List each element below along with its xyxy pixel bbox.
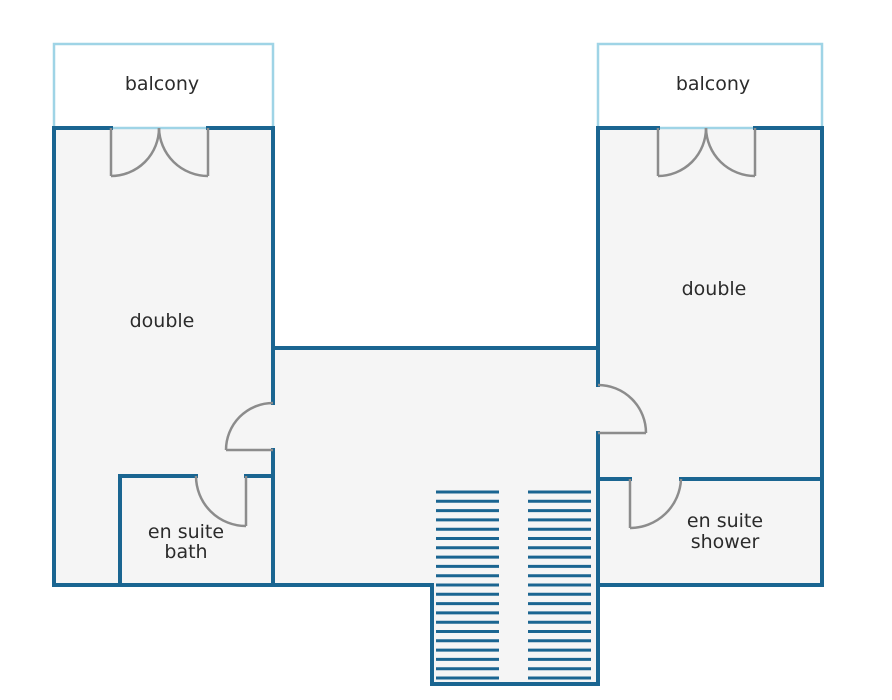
floor-hallway [273, 348, 598, 585]
room-label-balcony-right: balcony [676, 73, 750, 95]
walls [52, 126, 824, 686]
door-ensuite-right-icon [628, 478, 683, 530]
door-double-right-icon [597, 383, 648, 435]
doors [109, 127, 757, 530]
balcony-left-outline [52, 42, 275, 130]
room-label-ensuite-left-line2: bath [164, 541, 207, 563]
room-label-ensuite-right-line2: shower [691, 531, 760, 553]
floor-double-left [54, 128, 273, 585]
door-balcony-left-icon [109, 127, 210, 178]
room-label-ensuite-right-line1: en suite [687, 510, 763, 532]
stairs-icon [436, 490, 591, 680]
room-label-double-left: double [130, 310, 195, 332]
room-label-balcony-left: balcony [125, 73, 199, 95]
room-label-ensuite-left-line1: en suite [148, 521, 224, 543]
floor-double-right [598, 128, 822, 585]
balcony-right-outline [596, 42, 824, 130]
door-ensuite-left-icon [194, 475, 248, 528]
door-balcony-right-icon [656, 127, 757, 178]
door-double-left-icon [224, 401, 274, 452]
room-label-double-right: double [682, 278, 747, 300]
